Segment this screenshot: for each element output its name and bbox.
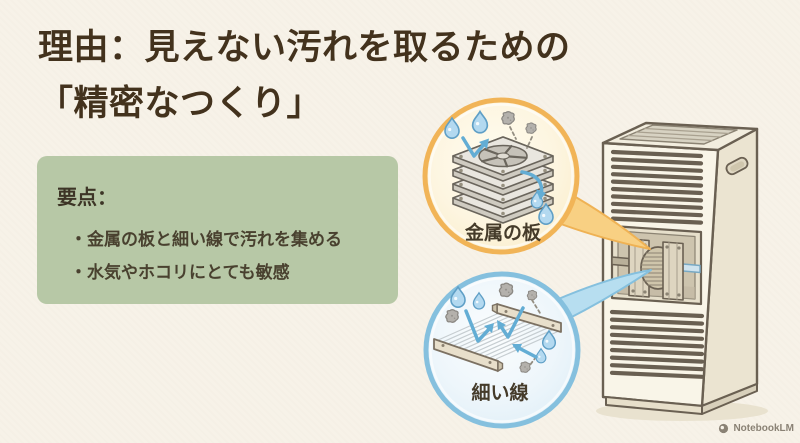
wire-frame-bar [433,338,504,373]
wire-frame-bar [491,303,562,333]
collector-plate-right [662,241,684,301]
callout-thin-wires: 細い線 [423,271,581,429]
fan-opening [478,144,528,168]
dust-particle-icon [526,289,538,301]
upper-vent-slats [610,149,704,225]
filter-window [610,224,703,306]
watermark-text: NotebookLM [733,423,794,434]
arrowhead [497,320,506,330]
metal-plate-stack [452,136,554,224]
air-purifier-illustration [596,121,768,421]
arrowhead [536,189,546,200]
wire-grid [433,303,562,373]
dust-particle-icon [519,361,531,373]
thin-wires-label: 細い線 [471,381,528,404]
dust-particle-icon [525,122,537,134]
title-line-2: 「精密なつくり」 [38,84,323,123]
key-points-panel: 要点： ・金属の板と細い線で汚れを集める ・水気やホコリにとても敏感 [37,156,398,304]
callout-metal-plates: 金属の板 [422,97,580,255]
arrowhead [512,344,522,353]
watermark: NotebookLM [718,423,794,434]
key-points-heading: 要点： [57,187,117,209]
title-line-1: 理由：見えない汚れを取るための [38,28,571,67]
page-title: 理由：見えない汚れを取るための 「精密なつくり」 [38,20,598,132]
metal-plates-label: 金属の板 [464,221,542,244]
arrowhead [484,323,494,333]
lower-vent-slats [609,309,705,379]
handle-cutout [725,156,749,176]
dust-fall-dashes [509,126,533,149]
top-vent-lines [627,127,730,142]
key-point-item: ・金属の板と細い線で汚れを集める [70,230,342,249]
notebooklm-logo-icon [719,423,729,434]
dust-particle-icon [501,111,515,125]
window-peg-left [611,256,630,267]
key-points-list: ・金属の板と細い線で汚れを集める ・水気やホコリにとても敏感 [57,223,380,289]
dust-particle-icon [498,282,514,298]
window-peg-right [682,263,701,274]
dust-particle-icon [445,309,459,323]
arrowhead [479,138,489,149]
base-plinth-side [701,383,758,415]
callout-tail-wires [555,269,652,321]
key-point-item: ・水気やホコリにとても敏感 [70,263,290,282]
